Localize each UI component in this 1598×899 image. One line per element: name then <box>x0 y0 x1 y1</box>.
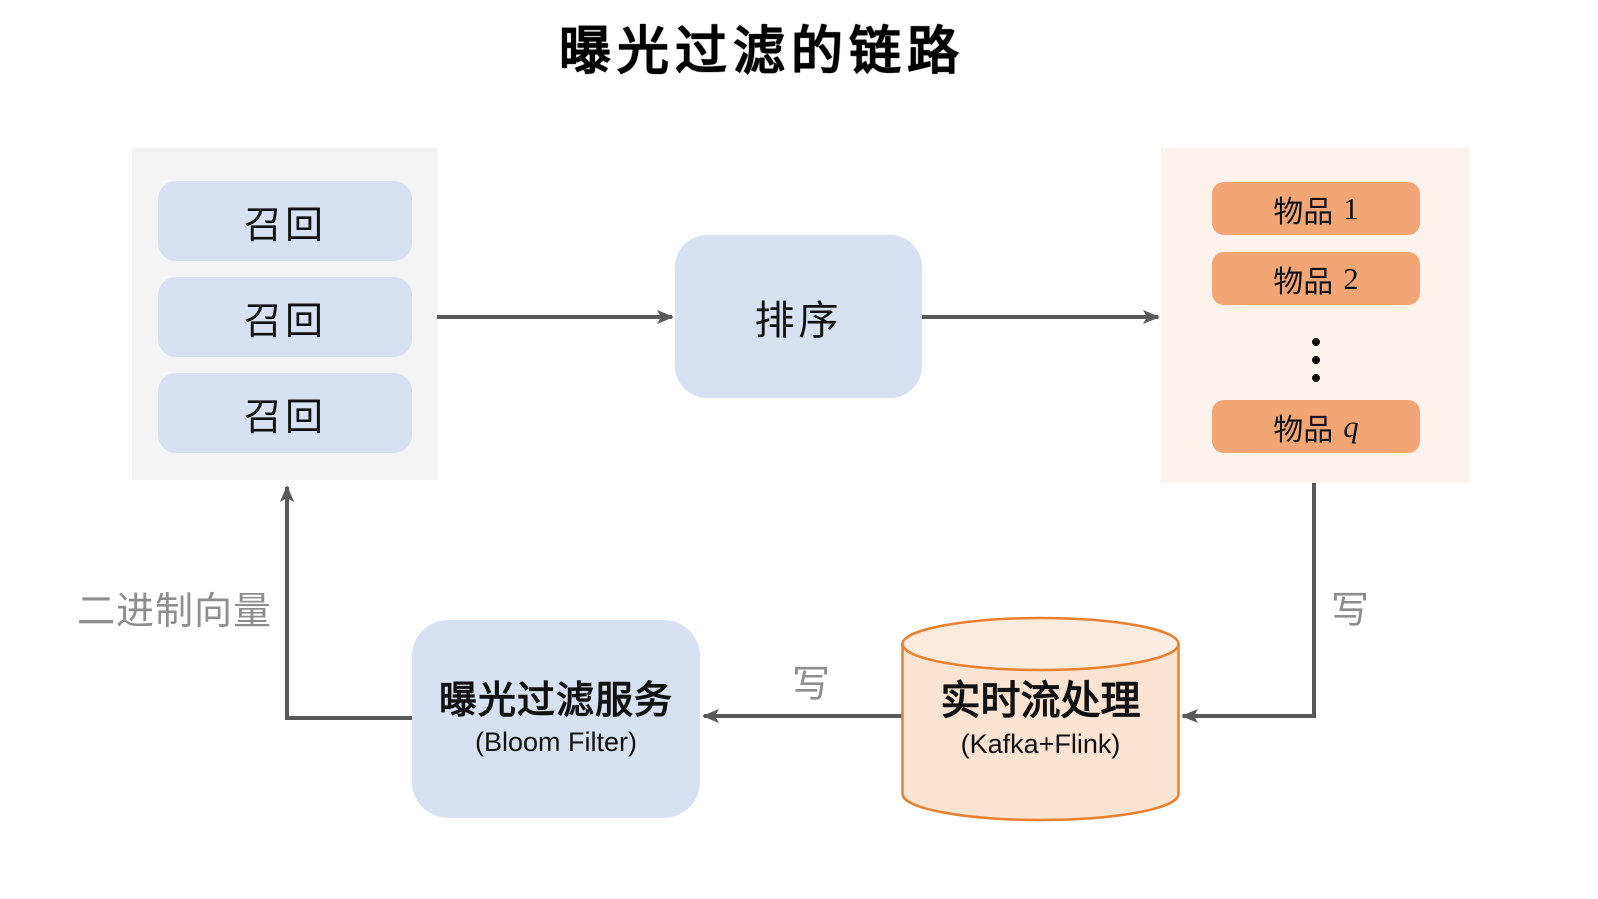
item-box-2: 物品 2 <box>1212 252 1420 305</box>
sort-box: 排序 <box>675 235 922 398</box>
vertical-ellipsis-icon <box>1311 338 1320 382</box>
item-box-q: 物品 q <box>1212 400 1420 453</box>
filter-service-box: 曝光过滤服务 (Bloom Filter) <box>412 620 700 818</box>
recall-box: 召回 <box>158 277 412 357</box>
items-panel: 物品 1 物品 2 物品 q <box>1161 148 1469 483</box>
item-index: 1 <box>1343 190 1359 226</box>
stream-db-label: 实时流处理 <box>940 679 1141 723</box>
item-label: 物品 <box>1273 265 1334 299</box>
ellipsis-dot <box>1311 356 1320 364</box>
item-index: 2 <box>1343 260 1359 296</box>
recall-panel: 召回 召回 召回 <box>132 148 437 480</box>
sort-box-label: 排序 <box>754 298 843 343</box>
edge-filter-to-recall <box>280 485 412 720</box>
page-title: 曝光过滤的链路 <box>558 21 965 82</box>
filter-service-label: 曝光过滤服务 <box>438 680 673 722</box>
recall-box-label: 召回 <box>243 204 326 247</box>
filter-service-sublabel: (Bloom Filter) <box>474 727 637 757</box>
item-index: q <box>1343 408 1359 444</box>
item-label: 物品 <box>1273 195 1334 229</box>
ellipsis-dot <box>1311 374 1320 382</box>
stream-db-sublabel: (Kafka+Flink) <box>960 729 1121 759</box>
recall-box-label: 召回 <box>243 300 326 343</box>
item-box-1: 物品 1 <box>1212 182 1420 235</box>
recall-box-label: 召回 <box>243 396 326 439</box>
item-label: 物品 <box>1273 413 1334 447</box>
edge-label-binary-vector: 二进制向量 <box>77 591 273 633</box>
recall-box: 召回 <box>158 373 412 453</box>
edge-items-to-stream <box>1181 483 1316 723</box>
edge-label-write-mid: 写 <box>792 664 832 706</box>
recall-box: 召回 <box>158 181 412 261</box>
edge-label-write-right: 写 <box>1331 590 1371 632</box>
ellipsis-dot <box>1311 338 1320 346</box>
database-cylinder-icon <box>901 616 1180 822</box>
stream-db-cylinder: 实时流处理 (Kafka+Flink) <box>899 614 1182 824</box>
